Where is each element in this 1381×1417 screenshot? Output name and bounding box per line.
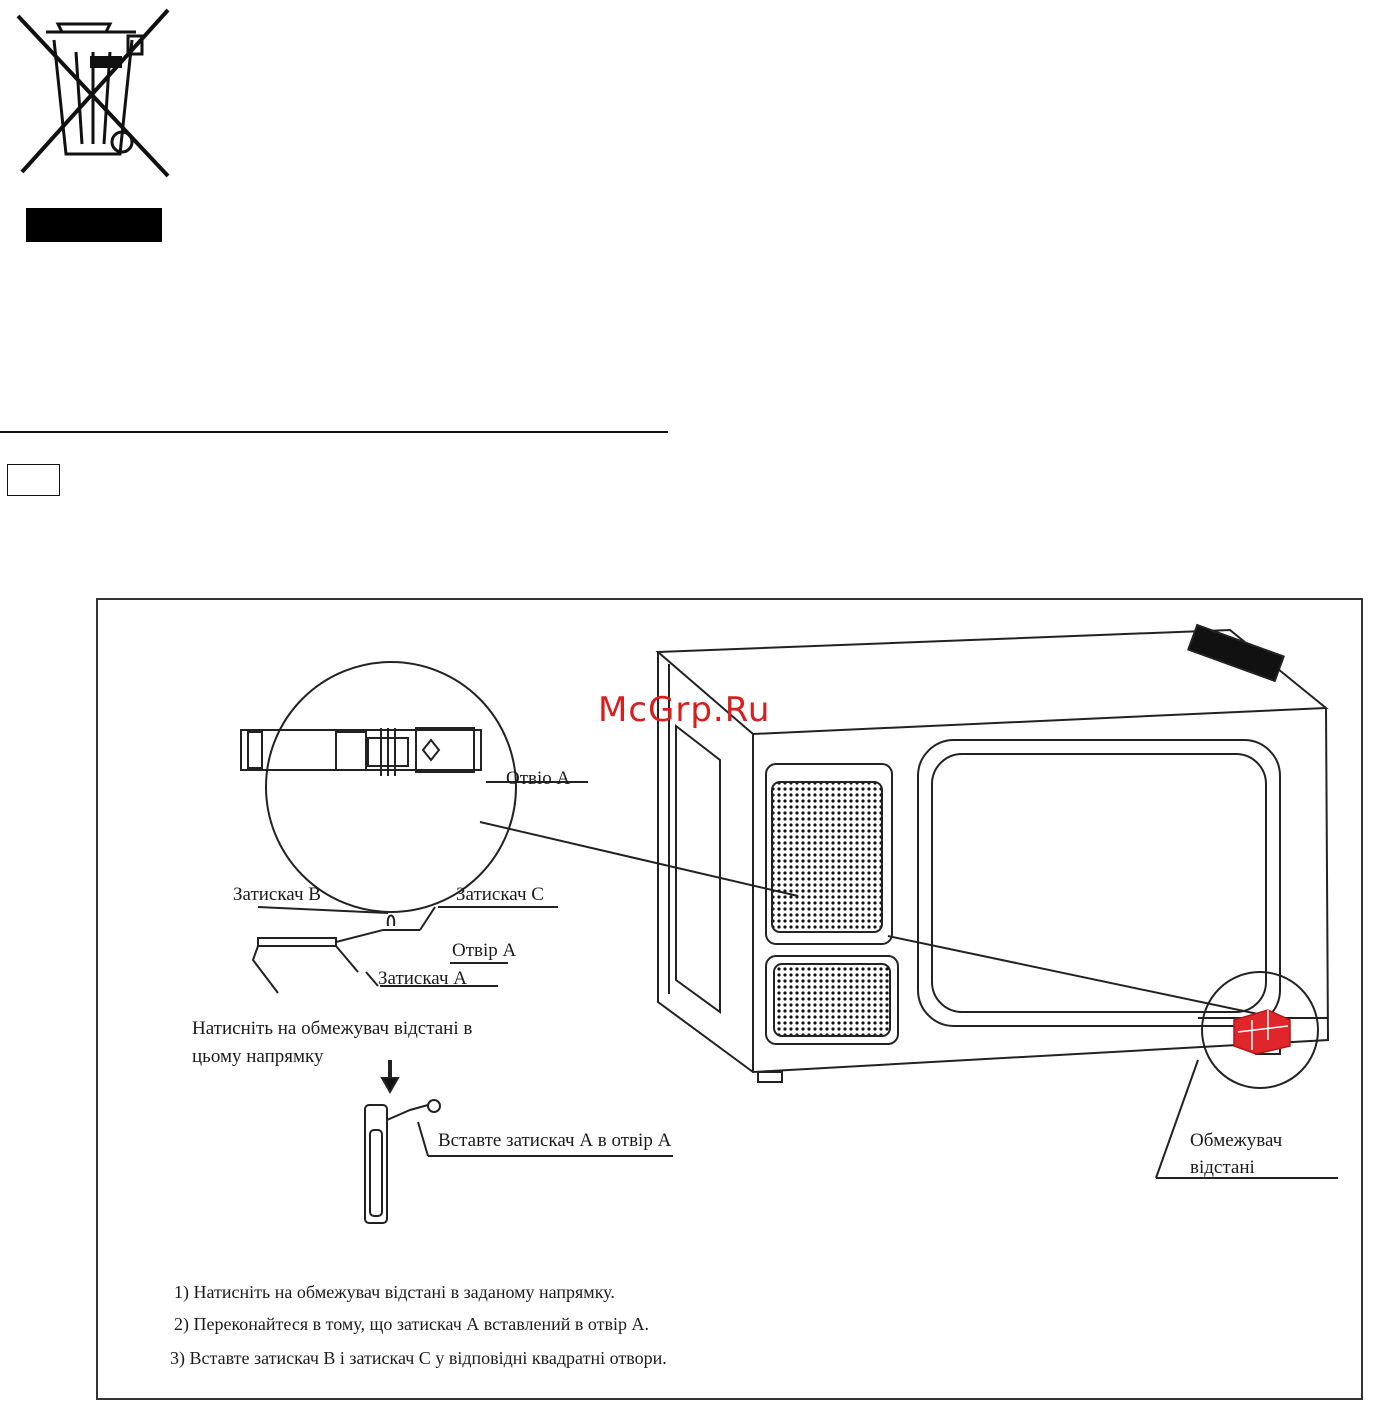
section-divider xyxy=(0,431,668,433)
empty-label-box xyxy=(7,464,60,496)
step-2: 2) Переконайтеся в тому, що затискач А в… xyxy=(174,1314,649,1334)
label-hole-a: Отвір А xyxy=(452,940,517,961)
label-hole-a-detail: Отвіо А xyxy=(506,768,571,789)
label-limiter-line2: відстані xyxy=(1190,1157,1255,1178)
step-1: 1) Натисніть на обмежувач відстані в зад… xyxy=(174,1282,615,1302)
step-3: 3) Вставте затискач В і затискач С у від… xyxy=(170,1348,667,1368)
label-press-line1: Натисніть на обмежувач відстані в xyxy=(192,1018,473,1039)
label-clip-b: Затискач В xyxy=(233,884,321,905)
weee-recycle-icon xyxy=(16,8,170,242)
label-limiter-line1: Обмежувач xyxy=(1190,1130,1283,1151)
installation-drawing xyxy=(240,623,1338,1224)
distance-limiter-highlight xyxy=(1233,1009,1291,1055)
label-clip-c: Затискач С xyxy=(456,884,544,905)
label-clip-a: Затискач А xyxy=(378,968,468,989)
label-insert-clip: Вставте затискач А в отвір А xyxy=(438,1130,672,1151)
installation-figure: McGrp.Ru Отвіо А Затискач В Затискач С О… xyxy=(96,598,1363,1400)
label-press-line2: цьому напрямку xyxy=(192,1046,324,1067)
watermark: McGrp.Ru xyxy=(598,690,771,730)
